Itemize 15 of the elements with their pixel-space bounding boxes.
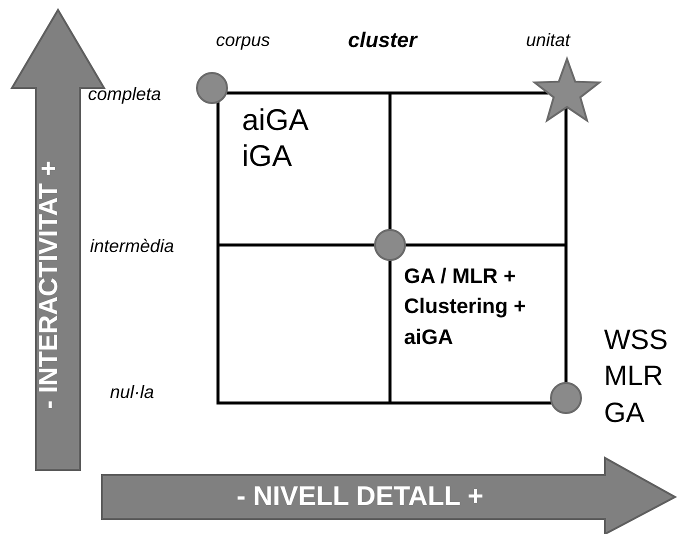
column-label: corpus: [216, 30, 270, 52]
row-label: intermèdia: [90, 236, 174, 258]
star-marker: [532, 56, 602, 123]
row-label: completa: [88, 84, 162, 106]
circle-marker: [550, 382, 582, 414]
circle-marker: [196, 72, 228, 104]
axis-label: - INTERACTIVITAT +: [33, 160, 64, 412]
cell-text: GA / MLR + Clustering + aiGA: [404, 264, 527, 351]
axis-label: - NIVELL DETALL +: [236, 480, 484, 512]
column-label: cluster: [348, 28, 417, 54]
circle-marker: [374, 229, 406, 261]
row-label: nul·la: [110, 382, 154, 404]
column-label: unitat: [526, 30, 570, 52]
cell-text: aiGA iGA: [242, 103, 309, 175]
side-text: WSS MLR GA: [604, 323, 669, 430]
